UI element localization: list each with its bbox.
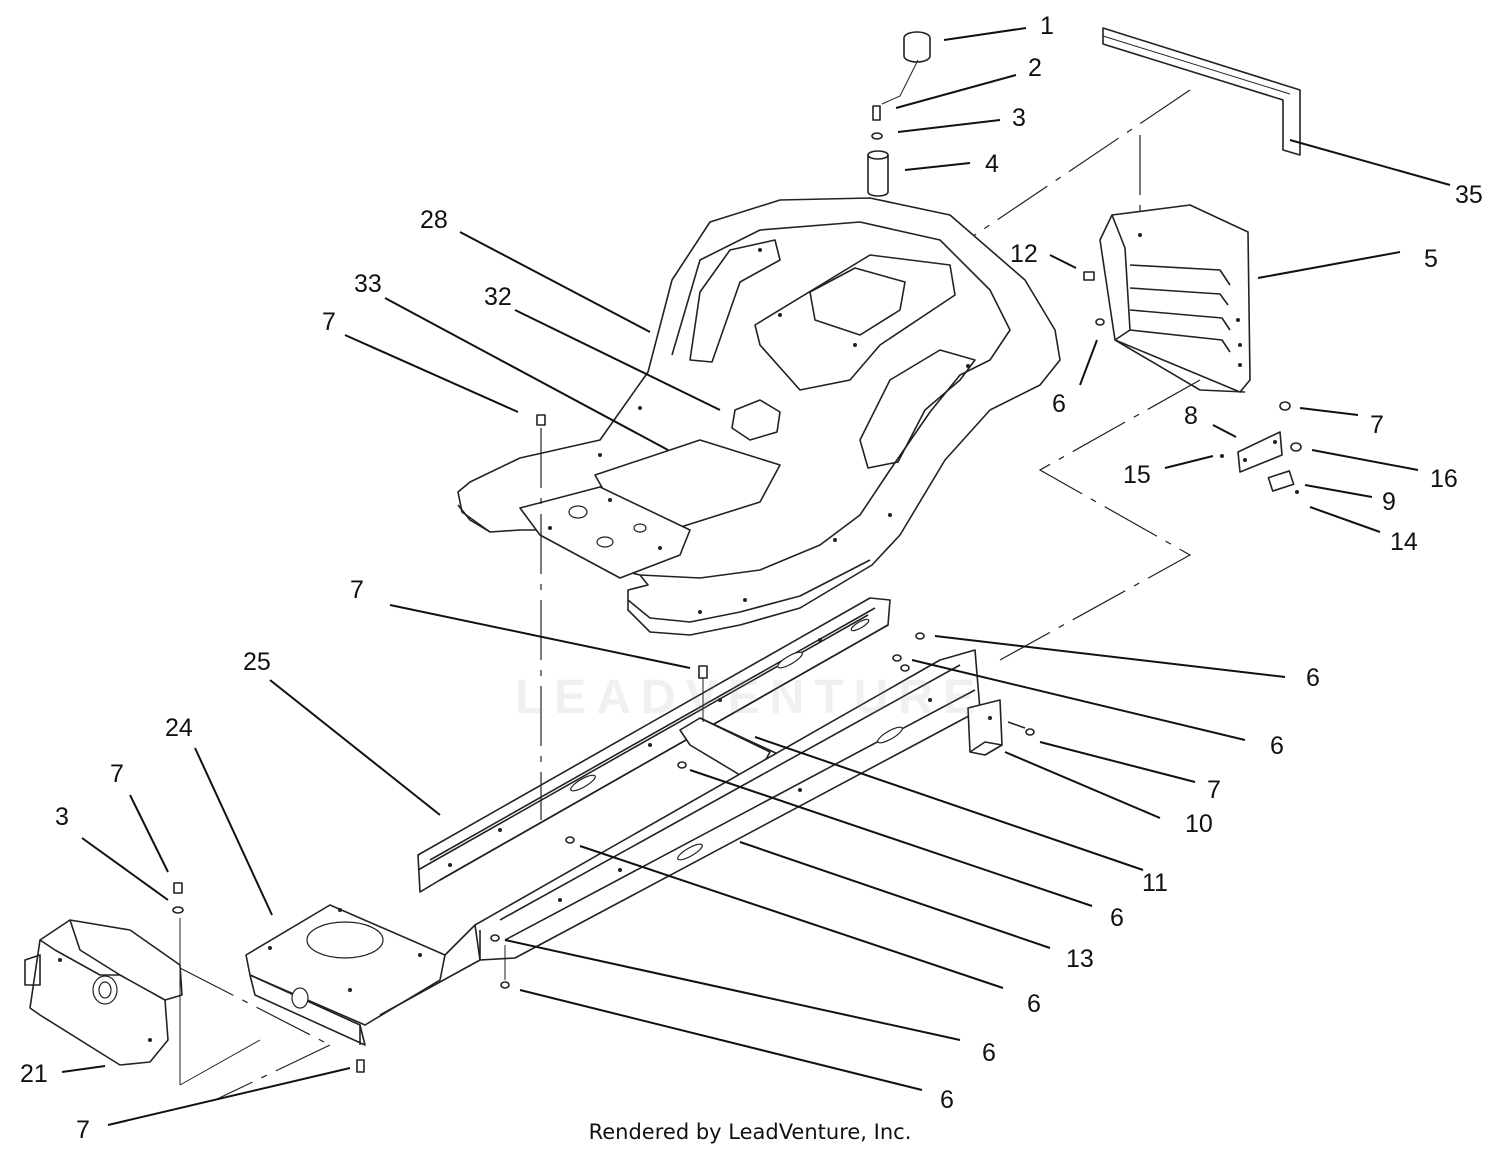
callout-7: 7 xyxy=(1370,411,1384,439)
callout-12: 12 xyxy=(1010,240,1038,268)
callout-14: 14 xyxy=(1390,528,1418,556)
part-fender-pan xyxy=(457,197,1061,636)
callout-15: 15 xyxy=(1123,461,1151,489)
part-fasteners xyxy=(172,414,925,1101)
callout-6: 6 xyxy=(940,1086,954,1114)
callout-21: 21 xyxy=(20,1060,48,1088)
callout-4: 4 xyxy=(985,150,999,178)
watermark: LEADVENTURE xyxy=(514,671,986,724)
callout-6: 6 xyxy=(1027,990,1041,1018)
callout-labels: 1 2 3 4 35 28 33 32 7 12 5 6 7 8 15 16 9… xyxy=(20,12,1483,1144)
part-front-bracket xyxy=(24,919,183,1066)
callout-1: 1 xyxy=(1040,12,1054,40)
callout-7: 7 xyxy=(110,760,124,788)
callout-8: 8 xyxy=(1184,402,1198,430)
part-knob xyxy=(881,31,931,105)
callout-32: 32 xyxy=(484,283,512,311)
callout-6: 6 xyxy=(1270,732,1284,760)
callout-2: 2 xyxy=(1028,54,1042,82)
part-shield-hardware xyxy=(1083,271,1291,411)
part-switch-bracket xyxy=(1220,431,1302,494)
leader-lines xyxy=(61,27,1451,1126)
callout-7: 7 xyxy=(322,308,336,336)
footer-credit: Rendered by LeadVenture, Inc. xyxy=(588,1120,912,1144)
part-pivot-plate xyxy=(245,904,481,1046)
callout-7: 7 xyxy=(350,576,364,604)
callout-3: 3 xyxy=(55,803,69,831)
callout-7: 7 xyxy=(1207,776,1221,804)
part-frame-rail xyxy=(417,597,891,893)
callout-33: 33 xyxy=(354,270,382,298)
callout-6: 6 xyxy=(1306,664,1320,692)
part-rear-shield xyxy=(999,204,1251,661)
callout-24: 24 xyxy=(165,714,193,742)
callout-3: 3 xyxy=(1012,104,1026,132)
callout-16: 16 xyxy=(1430,465,1458,493)
callout-13: 13 xyxy=(1066,945,1094,973)
callout-5: 5 xyxy=(1424,245,1438,273)
part-bracket-10 xyxy=(967,699,1035,756)
callout-6: 6 xyxy=(982,1039,996,1067)
callout-6: 6 xyxy=(1052,390,1066,418)
callout-9: 9 xyxy=(1382,488,1396,516)
callout-28: 28 xyxy=(420,206,448,234)
callout-35: 35 xyxy=(1455,181,1483,209)
callout-7: 7 xyxy=(76,1116,90,1144)
callout-10: 10 xyxy=(1185,810,1213,838)
callout-6: 6 xyxy=(1110,904,1124,932)
callout-11: 11 xyxy=(1142,869,1168,897)
callout-25: 25 xyxy=(243,648,271,676)
